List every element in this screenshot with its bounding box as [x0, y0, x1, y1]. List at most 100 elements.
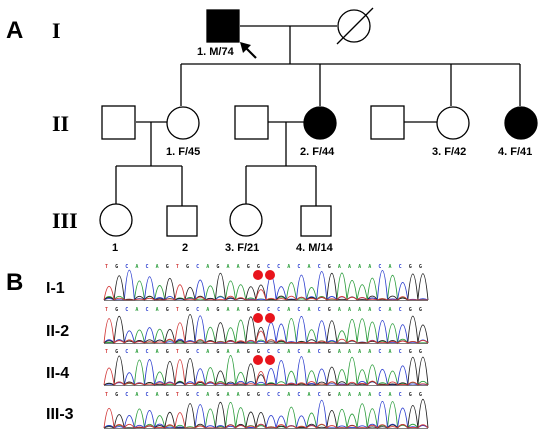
base-call: C: [196, 307, 199, 313]
base-call: A: [206, 264, 209, 270]
base-call: G: [216, 392, 219, 398]
base-call: A: [156, 349, 159, 355]
base-call: G: [216, 349, 219, 355]
trace-T: [103, 284, 429, 301]
base-call: C: [146, 307, 149, 313]
base-call: C: [277, 307, 280, 313]
base-call: G: [419, 349, 422, 355]
base-call: A: [135, 307, 138, 313]
base-call: A: [389, 392, 392, 398]
base-call: G: [115, 392, 118, 398]
individual-II1-label: 1. F/45: [166, 146, 200, 158]
base-call: A: [308, 307, 311, 313]
individual-II2-label: 2. F/44: [300, 146, 335, 158]
base-call: C: [399, 392, 402, 398]
variant-marker-icon: [253, 313, 263, 323]
individual-I1-label: 1. M/74: [197, 46, 235, 58]
base-call: A: [287, 349, 290, 355]
base-call: C: [277, 349, 280, 355]
base-call: A: [227, 264, 230, 270]
individual-III4-label: 4. M/14: [296, 242, 334, 254]
base-call: G: [186, 392, 189, 398]
base-call: A: [358, 392, 361, 398]
base-call: G: [328, 392, 331, 398]
base-call: T: [176, 392, 179, 398]
base-call: A: [237, 307, 240, 313]
individual-III2-label: 2: [182, 242, 188, 254]
base-call: G: [216, 307, 219, 313]
base-call: G: [186, 349, 189, 355]
base-call: T: [176, 307, 179, 313]
base-call: C: [125, 264, 128, 270]
base-call: A: [358, 349, 361, 355]
base-call: T: [176, 264, 179, 270]
base-call: A: [237, 264, 240, 270]
base-call: G: [419, 307, 422, 313]
base-call: C: [297, 392, 300, 398]
base-call: G: [186, 264, 189, 270]
panel-b-letter: B: [6, 269, 23, 296]
base-call: A: [287, 392, 290, 398]
base-call: C: [146, 392, 149, 398]
base-call: A: [389, 307, 392, 313]
deceased-slash-icon: [336, 7, 374, 45]
base-call: G: [115, 349, 118, 355]
base-call: G: [409, 307, 412, 313]
sequence-label-2: II-2: [46, 323, 69, 340]
base-call: G: [257, 392, 260, 398]
base-call: C: [267, 392, 270, 398]
individual-II4-circle: [504, 106, 538, 140]
trace-C: [103, 400, 429, 430]
base-call: C: [125, 349, 128, 355]
base-call: C: [297, 264, 300, 270]
base-call: A: [368, 264, 371, 270]
base-call: T: [105, 264, 108, 270]
individual-II3-label: 3. F/42: [432, 146, 466, 158]
base-call: A: [308, 349, 311, 355]
individual-III2-square: [166, 205, 198, 237]
base-call: G: [166, 307, 169, 313]
chromatogram-group: T G C A C A G T G C A G A A G G C C A C A C G A A A A C A C G G T G C A C A G T…: [103, 264, 429, 430]
base-call: A: [287, 264, 290, 270]
panel-a-letter: A: [6, 17, 23, 44]
base-call: C: [297, 307, 300, 313]
base-call: C: [277, 264, 280, 270]
base-call: G: [115, 307, 118, 313]
base-call: G: [419, 264, 422, 270]
base-call: C: [267, 307, 270, 313]
base-call: G: [419, 392, 422, 398]
proband-arrow-icon: [240, 42, 257, 59]
base-call: A: [135, 392, 138, 398]
base-call: C: [146, 264, 149, 270]
base-call: A: [348, 264, 351, 270]
base-call: A: [206, 392, 209, 398]
variant-marker-icon: [253, 270, 263, 280]
base-call: A: [338, 264, 341, 270]
individual-II4-label: 4. F/41: [498, 146, 532, 158]
base-call: A: [206, 349, 209, 355]
base-call: G: [257, 264, 260, 270]
generation-label-I: I: [52, 18, 61, 43]
base-call: A: [135, 349, 138, 355]
individual-II2-circle: [303, 106, 337, 140]
base-call: C: [399, 307, 402, 313]
generation-label-III: III: [52, 208, 78, 233]
base-call: A: [308, 392, 311, 398]
base-call: A: [368, 307, 371, 313]
base-call: G: [216, 264, 219, 270]
base-call: C: [378, 349, 381, 355]
base-call: C: [267, 264, 270, 270]
base-call: C: [378, 392, 381, 398]
base-call: A: [227, 307, 230, 313]
base-call: C: [125, 392, 128, 398]
base-call: C: [277, 392, 280, 398]
base-call: T: [105, 307, 108, 313]
base-call: G: [247, 349, 250, 355]
individual-II2-spouse-square: [234, 105, 269, 140]
variant-marker-icon: [265, 270, 275, 280]
base-call: C: [297, 349, 300, 355]
base-call: G: [247, 264, 250, 270]
base-call: G: [247, 307, 250, 313]
base-call: G: [115, 264, 118, 270]
